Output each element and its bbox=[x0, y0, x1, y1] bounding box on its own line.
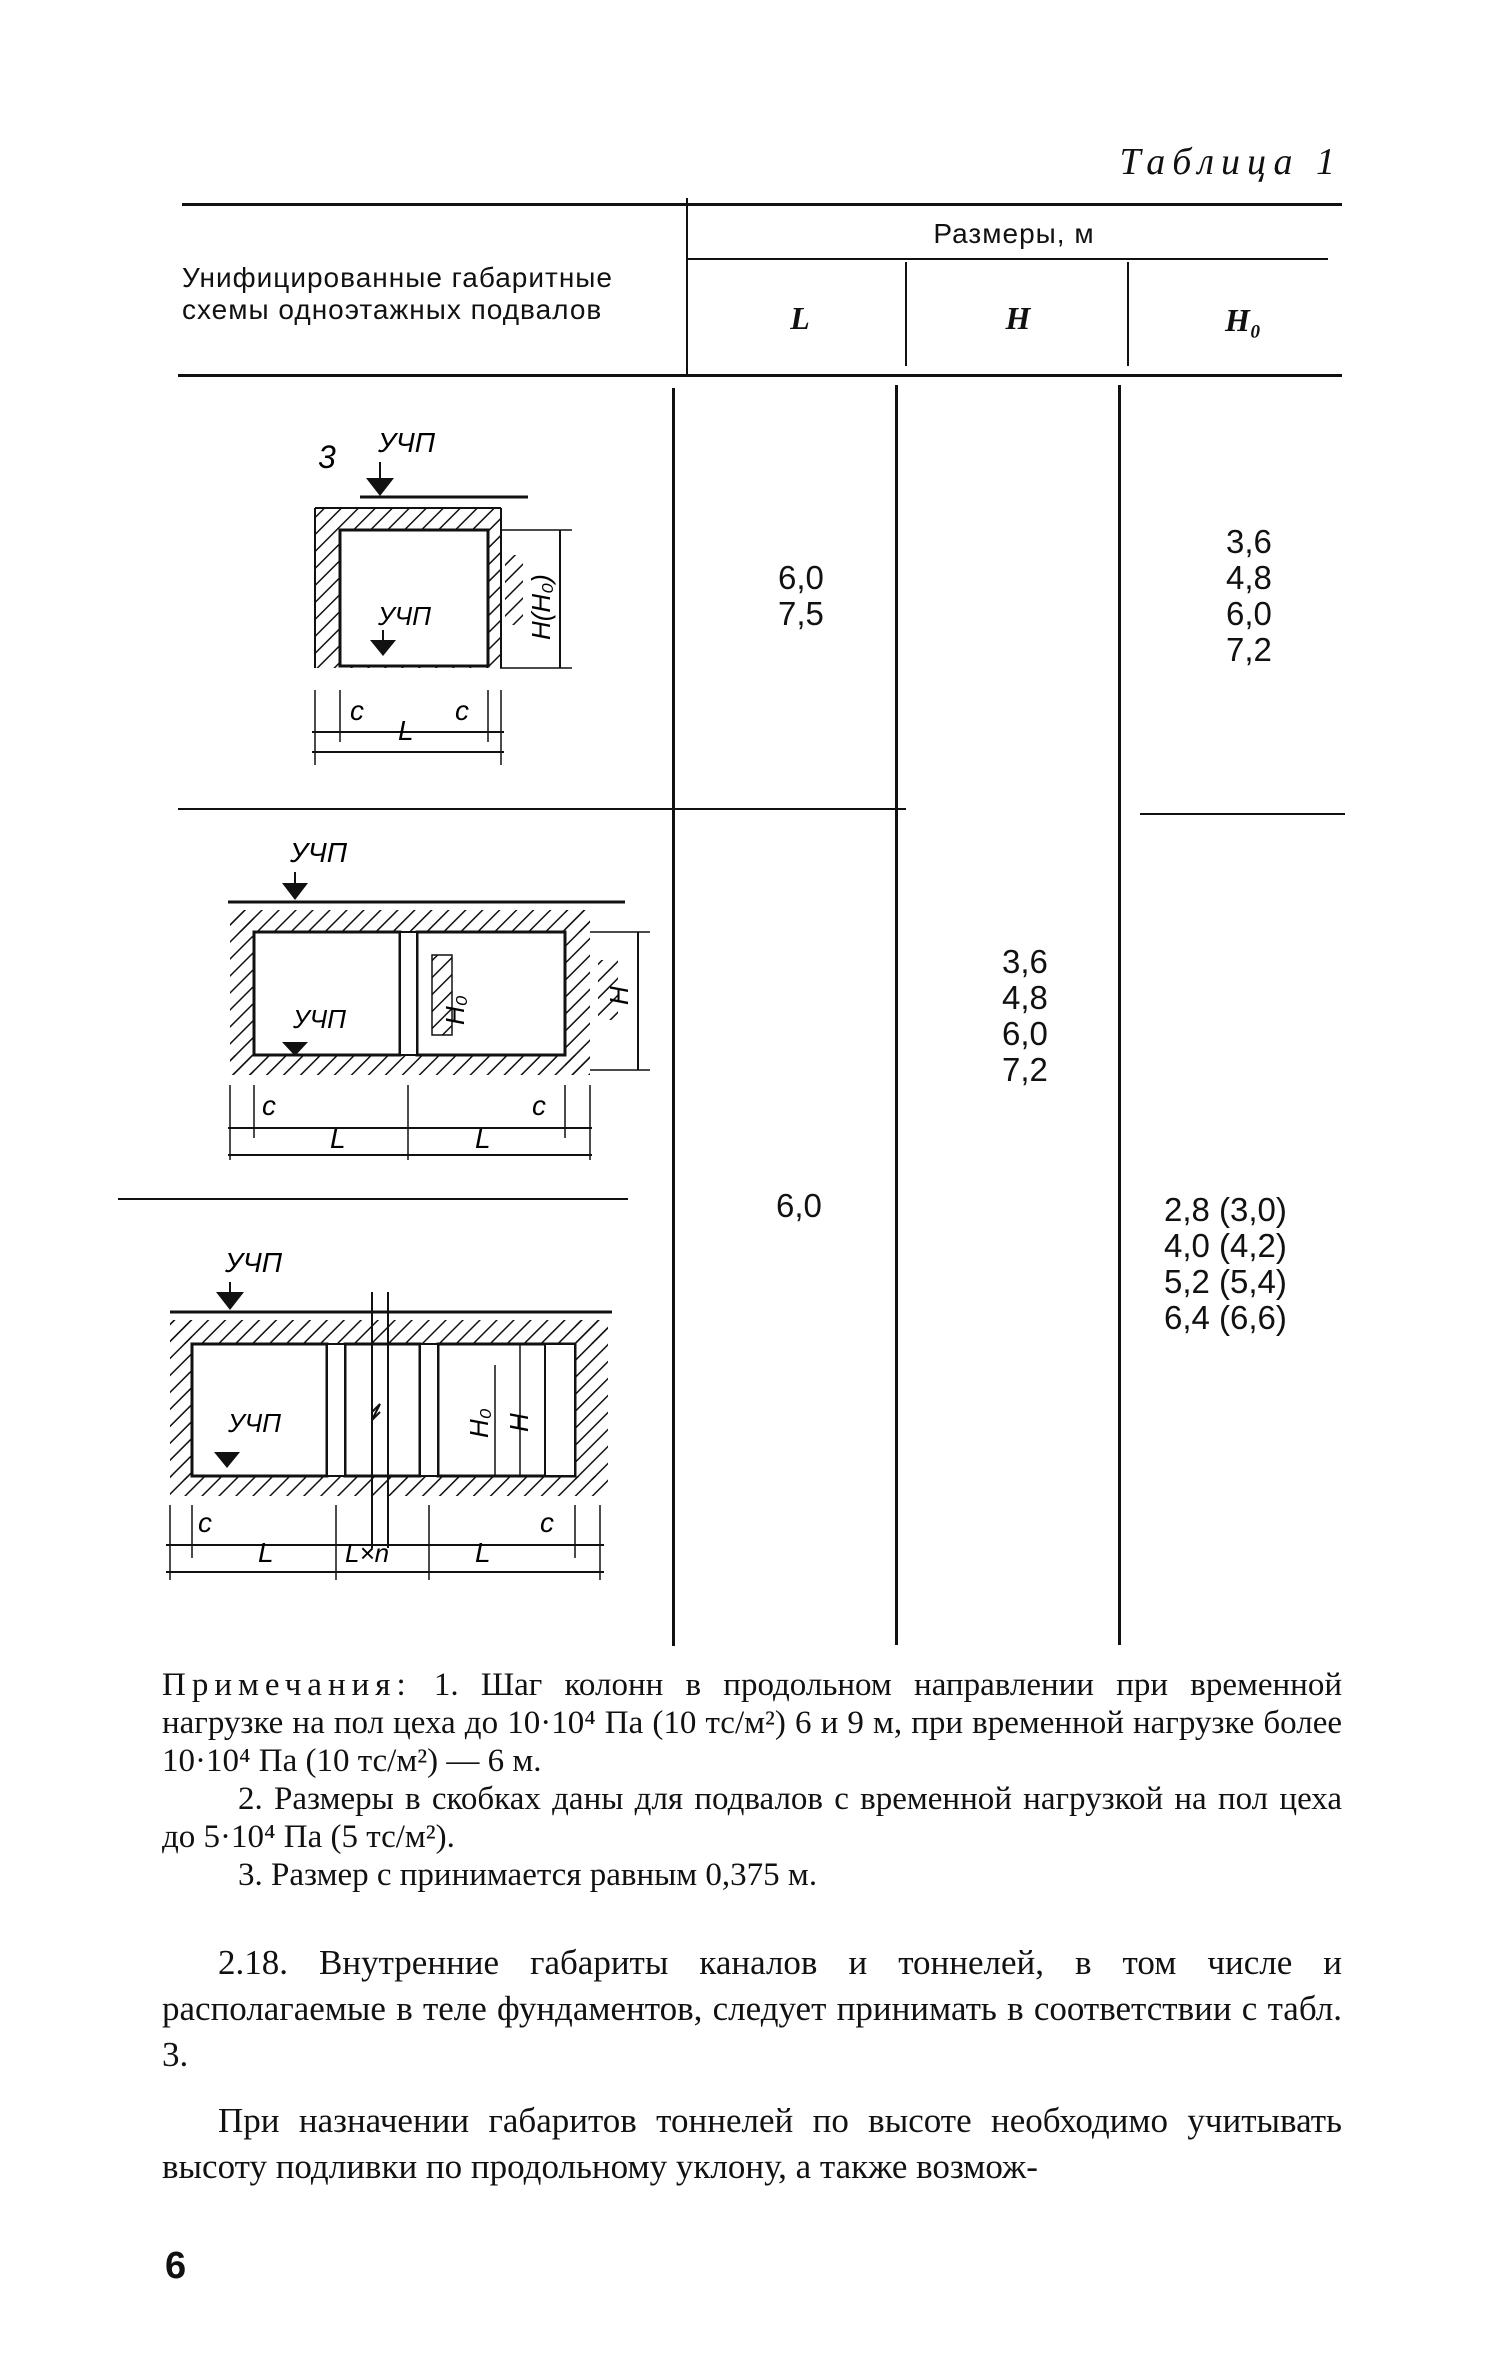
scheme-2-drawing: УЧП УЧП H₀ H c c L L bbox=[228, 837, 650, 1160]
table-caption: Таблица 1 bbox=[1119, 141, 1342, 183]
table-notes: Примечания: 1. Шаг колонн в продольном н… bbox=[162, 1666, 1342, 1894]
body-text: 2.18. Внутренние габариты каналов и тонн… bbox=[162, 1940, 1342, 2190]
dim-L-left: L bbox=[258, 1537, 274, 1568]
row-separator-2 bbox=[118, 1198, 628, 1200]
height-label-H: H bbox=[604, 986, 634, 1005]
floor-mark-top: УЧП bbox=[224, 1247, 283, 1278]
page-number: 6 bbox=[165, 2245, 187, 2287]
value-cell: 4,8 bbox=[1226, 559, 1272, 596]
dim-c-left: c bbox=[198, 1507, 212, 1538]
value-cell: 6,0 bbox=[1226, 595, 1272, 632]
dim-L-times-n: L×n bbox=[345, 1538, 389, 1568]
value-cell: 2,8 (3,0) bbox=[1164, 1191, 1287, 1228]
floor-mark-inner: УЧП bbox=[377, 601, 431, 631]
column-header-H0: H₀ bbox=[1224, 302, 1262, 338]
row-separator-1a bbox=[178, 808, 906, 810]
height-label-H0: H₀ bbox=[440, 995, 470, 1025]
value-cell: 6,0 bbox=[778, 559, 824, 596]
header-vline-1 bbox=[686, 198, 688, 374]
level-triangle-icon bbox=[282, 883, 308, 900]
height-label-H0: H₀ bbox=[464, 1408, 494, 1438]
dim-L-left: L bbox=[330, 1123, 346, 1154]
dim-L-right: L bbox=[475, 1537, 491, 1568]
level-triangle-icon bbox=[214, 1452, 240, 1468]
schemes-header: Унифицированные габаритные схемы одноэта… bbox=[182, 262, 614, 325]
floor-mark-top: УЧП bbox=[377, 427, 436, 458]
dim-c-right: c bbox=[532, 1090, 546, 1121]
dim-c-right: c bbox=[540, 1507, 554, 1538]
value-cell: 6,4 (6,6) bbox=[1164, 1299, 1287, 1336]
row1-L-values: 6,0 7,5 bbox=[778, 560, 824, 632]
dim-c-right: c bbox=[455, 695, 469, 726]
sizes-header: Размеры, м bbox=[933, 218, 1095, 249]
row3-L-value: 6,0 bbox=[776, 1187, 822, 1224]
row3-H0-values: 2,8 (3,0) 4,0 (4,2) 5,2 (5,4) 6,4 (6,6) bbox=[1164, 1192, 1287, 1336]
note-2: 2. Размеры в скобках даны для подвалов с… bbox=[162, 1781, 1342, 1855]
dim-L: L bbox=[398, 715, 414, 746]
column-header-H: H bbox=[1005, 300, 1031, 336]
header-vline-3 bbox=[1127, 262, 1129, 366]
value-cell: 6,0 bbox=[1002, 1015, 1048, 1052]
row1-H0-values: 3,6 4,8 6,0 7,2 bbox=[1226, 524, 1272, 668]
value-cell: 3,6 bbox=[1226, 523, 1272, 560]
value-cell: 3,6 bbox=[1002, 943, 1048, 980]
floor-mark-top: УЧП bbox=[289, 837, 348, 868]
notes-title: Примечания: bbox=[162, 1667, 412, 1703]
paragraph-2-18: 2.18. Внутренние габариты каналов и тонн… bbox=[162, 1943, 1342, 2074]
value-cell: 7,2 bbox=[1226, 631, 1272, 668]
value-cell: 4,8 bbox=[1002, 979, 1048, 1016]
body-vline-1 bbox=[672, 388, 675, 1646]
body-vline-2 bbox=[895, 385, 898, 1645]
body-vline-3 bbox=[1118, 385, 1121, 1645]
table-top-rule bbox=[182, 203, 1342, 206]
dim-c-left: c bbox=[262, 1090, 276, 1121]
note-1-text: 1. Шаг колонн в продольном направлении п… bbox=[162, 1667, 1342, 1779]
floor-mark-inner: УЧП bbox=[227, 1408, 281, 1438]
dim-c-left: c bbox=[350, 695, 364, 726]
level-triangle-icon bbox=[216, 1292, 244, 1310]
floor-mark-inner: УЧП bbox=[292, 1004, 346, 1034]
row2-H-values: 3,6 4,8 6,0 7,2 bbox=[1002, 944, 1048, 1088]
scheme-3-drawing: УЧП УЧП H₀ H c c bbox=[166, 1247, 612, 1580]
level-triangle-icon bbox=[282, 1042, 308, 1056]
note-3: 3. Размер c принимается равным 0,375 м. bbox=[238, 1857, 818, 1893]
value-cell: 5,2 (5,4) bbox=[1164, 1263, 1287, 1300]
value-cell: 7,2 bbox=[1002, 1051, 1048, 1088]
row-separator-1b bbox=[1140, 813, 1345, 815]
header-bottom-rule bbox=[178, 374, 1342, 377]
column-header-L: L bbox=[790, 300, 810, 336]
paragraph-tunnels: При назначении габаритов тоннелей по выс… bbox=[162, 2101, 1342, 2186]
level-triangle-icon bbox=[370, 640, 396, 656]
height-label: H(H₀) bbox=[526, 574, 556, 640]
level-triangle-icon bbox=[366, 478, 394, 496]
header-inner-rule bbox=[688, 258, 1328, 260]
height-label-H: H bbox=[504, 1413, 534, 1432]
scheme-1-drawing: 3 УЧП УЧП H(H₀) c c L bbox=[312, 427, 572, 765]
value-cell: 7,5 bbox=[778, 595, 824, 632]
value-cell: 4,0 (4,2) bbox=[1164, 1227, 1287, 1264]
scheme-number: 3 bbox=[318, 439, 336, 475]
note-1: Примечания: 1. Шаг колонн в продольном н… bbox=[162, 1666, 1342, 1780]
dim-L-right: L bbox=[475, 1123, 491, 1154]
header-vline-2 bbox=[905, 262, 907, 366]
